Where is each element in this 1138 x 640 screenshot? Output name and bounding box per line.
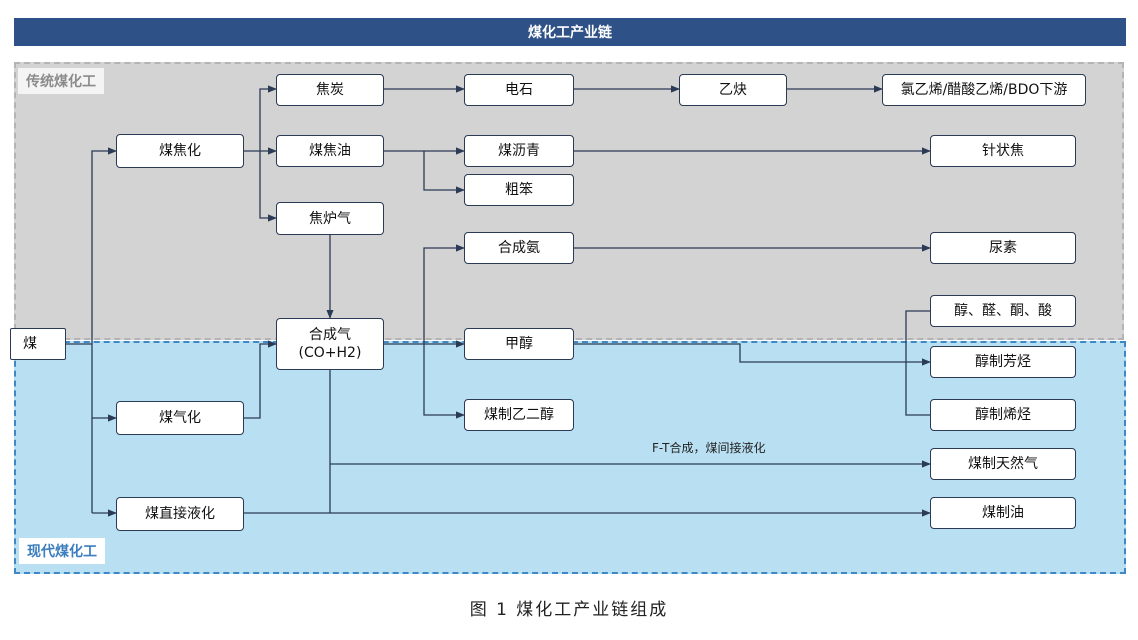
node-coke: 焦炭: [276, 74, 384, 106]
edge-syngas-to-ammonia: [423, 244, 465, 344]
edge-methanol-to-mta: [574, 343, 931, 366]
node-coking: 煤焦化: [116, 134, 244, 168]
node-direct-liquefaction: 煤直接液化: [116, 497, 244, 531]
edge-syngas-to-eg: [423, 344, 465, 419]
node-crude-benzene: 粗笨: [464, 174, 574, 206]
node-syngas-line2: (CO+H2): [298, 345, 362, 361]
node-coal: 煤: [10, 328, 66, 360]
node-methanol: 甲醇: [464, 328, 574, 360]
edge-label-ft: F-T合成，煤间接液化: [652, 441, 766, 455]
node-sng: 煤制天然气: [930, 448, 1076, 480]
node-coal-pitch: 煤沥青: [464, 135, 574, 167]
modern-region-label: 现代煤化工: [19, 538, 105, 564]
edge-coking-branch: [259, 85, 277, 151]
node-mto: 醇制烯烃: [930, 399, 1076, 431]
edge-coal-to-coking: [91, 147, 117, 513]
node-calcium-carbide: 电石: [464, 74, 574, 106]
edge-gasification-to-syngas: [244, 340, 277, 419]
node-coal-tar: 煤焦油: [276, 135, 384, 167]
node-ammonia: 合成氨: [464, 232, 574, 264]
node-syngas: 合成气 (CO+H2): [276, 318, 384, 370]
node-needle-coke: 针状焦: [930, 135, 1076, 167]
node-coal-to-oil: 煤制油: [930, 497, 1076, 529]
node-mta: 醇制芳烃: [930, 346, 1076, 378]
edge-coal-tar-to-benzene: [423, 151, 465, 194]
node-coal-to-eg: 煤制乙二醇: [464, 399, 574, 431]
diagram-title: 煤化工产业链: [14, 18, 1126, 46]
node-pvc-downstream: 氯乙烯/醋酸乙烯/BDO下游: [882, 74, 1086, 106]
node-syngas-line1: 合成气: [309, 327, 351, 343]
node-urea: 尿素: [930, 232, 1076, 264]
edge-methanol-bracket: [905, 310, 930, 416]
node-coke-oven-gas: 焦炉气: [276, 202, 384, 235]
node-acetylene: 乙炔: [679, 74, 787, 106]
node-alcohols-etc: 醇、醛、酮、酸: [930, 295, 1076, 327]
traditional-region-label: 传统煤化工: [18, 68, 104, 94]
node-gasification: 煤气化: [116, 401, 244, 435]
figure-caption: 图 1 煤化工产业链组成: [469, 600, 669, 620]
edge-coking-to-coke-oven-gas: [259, 151, 277, 222]
